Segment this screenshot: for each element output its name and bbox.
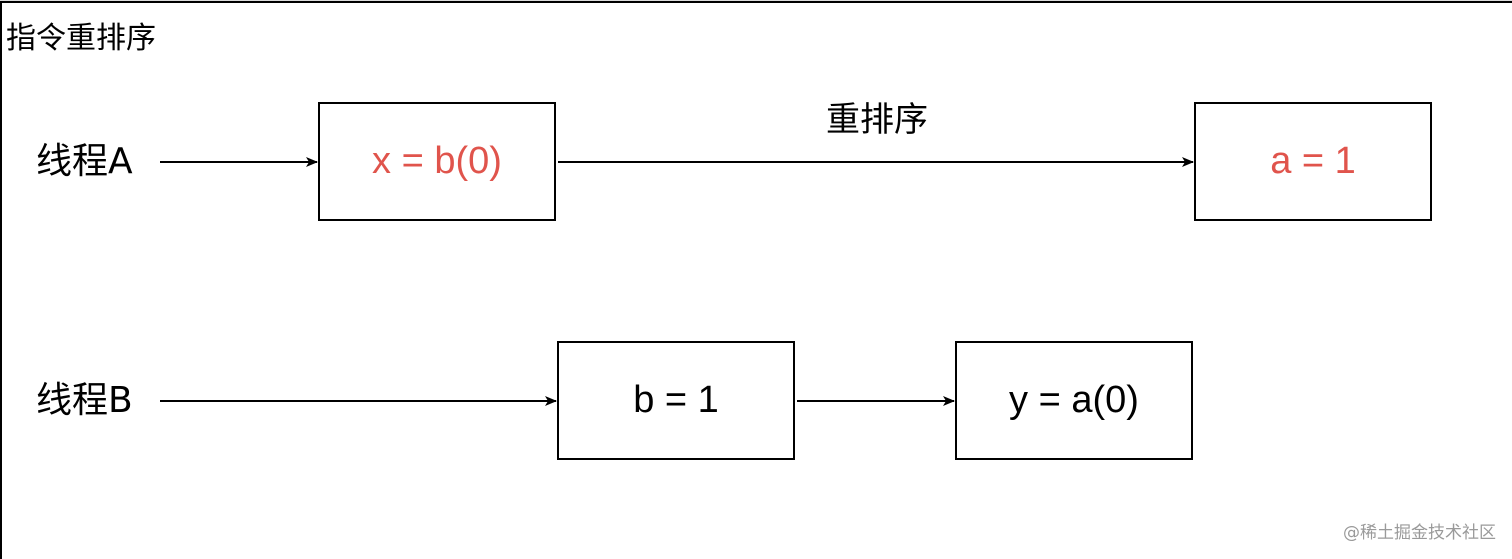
lane-label-thread-b: 线程B bbox=[36, 380, 133, 421]
top-gridline bbox=[0, 0, 1512, 1]
box-a1: x = b(0) bbox=[318, 102, 556, 221]
box-b2: y = a(0) bbox=[955, 341, 1193, 460]
box-a2: a = 1 bbox=[1194, 102, 1432, 221]
diagram-title: 指令重排序 bbox=[6, 21, 156, 56]
lane-label-thread-a: 线程A bbox=[36, 141, 133, 182]
box-b1: b = 1 bbox=[557, 341, 795, 460]
watermark: @稀土掘金技术社区 bbox=[1343, 523, 1496, 543]
reorder-edge-label: 重排序 bbox=[826, 100, 928, 140]
